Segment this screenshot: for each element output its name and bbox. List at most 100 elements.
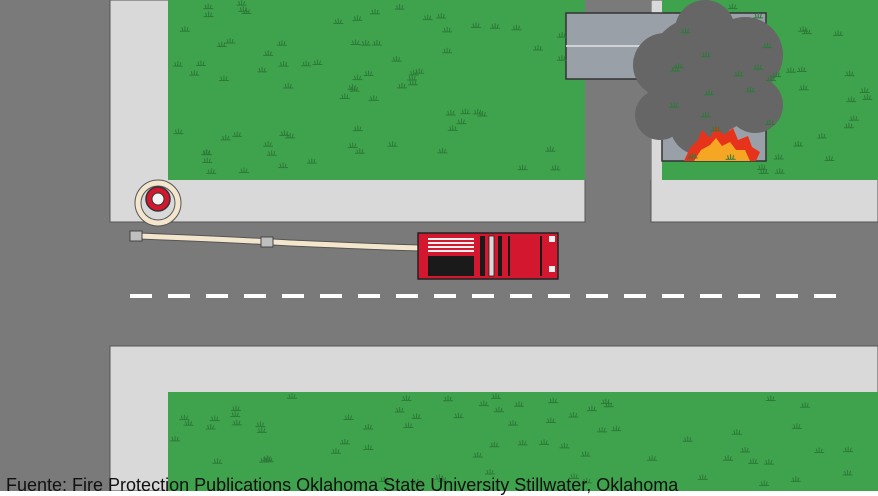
- grass-tuft: [363, 444, 374, 451]
- grass-tuft: [545, 417, 556, 424]
- lane-marking: [130, 294, 836, 298]
- grass-tuft: [183, 420, 194, 426]
- grass-tuft: [343, 414, 354, 420]
- grass-tuft: [600, 398, 611, 405]
- grass-tuft: [798, 84, 809, 91]
- grass-tuft: [472, 108, 483, 115]
- grass-tuft: [387, 141, 398, 147]
- grass-tuft: [800, 402, 811, 408]
- grass-tuft: [172, 61, 183, 67]
- grass-tuft: [330, 448, 341, 454]
- grass-tuft: [731, 429, 742, 435]
- grass-tuft: [470, 22, 481, 28]
- grass-tuft: [368, 95, 379, 101]
- grass-tuft: [581, 477, 592, 484]
- grass-tuft: [701, 51, 712, 58]
- grass-tuft: [263, 50, 274, 56]
- grass-tuft: [550, 164, 561, 171]
- grass-tuft: [727, 3, 738, 10]
- grass-tuft: [843, 122, 854, 129]
- grass-tuft: [391, 56, 402, 62]
- grass-tuft: [352, 15, 363, 21]
- grass-tuft: [723, 455, 734, 461]
- lane-dash: [130, 294, 152, 298]
- grass-tuft: [765, 75, 776, 81]
- grass-tuft: [771, 71, 782, 78]
- grass-tuft: [220, 134, 231, 141]
- grass-tuft: [189, 70, 200, 76]
- grass-tuft: [437, 147, 448, 154]
- lane-dash: [168, 294, 190, 298]
- grass-tuft: [508, 420, 519, 426]
- grass-tuft: [354, 148, 365, 154]
- lane-dash: [586, 294, 608, 298]
- grass-tuft: [203, 11, 214, 18]
- grass-tuft: [773, 154, 784, 160]
- grass-tuft: [490, 393, 501, 399]
- grass-tuft: [445, 109, 456, 116]
- grass-tuft: [371, 39, 382, 46]
- grass-tuft: [844, 70, 855, 77]
- lane-dash: [510, 294, 532, 298]
- grass-tuft: [195, 60, 206, 66]
- grass-tuft: [255, 421, 266, 428]
- grass-tuft: [263, 456, 274, 463]
- grass-tuft: [568, 411, 579, 418]
- grass-tuft: [352, 74, 363, 81]
- grass-tuft: [478, 400, 489, 407]
- grass-tuft: [236, 0, 247, 6]
- grass-tuft: [647, 455, 658, 461]
- grass-tuft: [513, 401, 524, 407]
- grass-tuft: [580, 451, 591, 457]
- lane-dash: [700, 294, 722, 298]
- grass-tuft: [796, 66, 807, 73]
- grass-tuft: [682, 436, 693, 442]
- grass-tuft: [447, 125, 458, 131]
- grass-tuft: [484, 469, 495, 475]
- grass-tuft: [370, 8, 381, 15]
- grass-tuft: [363, 70, 374, 76]
- grass-tuft: [759, 480, 770, 487]
- grass-tuft: [263, 141, 274, 147]
- lane-dash: [244, 294, 266, 298]
- grass-tuft: [266, 150, 277, 156]
- grass-tuft: [230, 411, 241, 418]
- grass-tuft: [848, 115, 859, 121]
- grass-tuft: [733, 70, 744, 77]
- grass-tuft: [407, 74, 418, 81]
- grass-tuft: [422, 14, 433, 21]
- grass-tuft: [833, 30, 844, 36]
- grass-tuft: [257, 66, 268, 73]
- grass-tuft: [843, 446, 854, 453]
- grass-tuft: [312, 59, 323, 66]
- grass-tuft: [597, 426, 608, 433]
- grass-tuft: [206, 168, 217, 174]
- grass-tuft: [276, 40, 287, 46]
- grass-tuft: [232, 131, 243, 137]
- grass-tuft: [816, 133, 827, 139]
- grass-tuft: [396, 82, 407, 89]
- grass-tuft: [603, 401, 614, 408]
- grass-tuft: [532, 44, 543, 51]
- grass-tuft: [401, 395, 412, 401]
- grass-tuft: [262, 455, 273, 461]
- grass-tuft: [710, 125, 721, 132]
- grass-tuft: [790, 476, 801, 482]
- grass-tuft: [785, 67, 796, 73]
- grass-tuft: [793, 141, 804, 147]
- grass-tuft: [460, 108, 471, 115]
- fire-truck-icon: [417, 232, 559, 280]
- grass-tuft: [539, 439, 550, 445]
- grass-tuft: [278, 162, 289, 169]
- grass-tuft: [765, 395, 776, 402]
- grass-tuft: [758, 168, 769, 174]
- grass-tuft: [205, 423, 216, 430]
- lane-dash: [624, 294, 646, 298]
- grass-tuft: [753, 12, 764, 19]
- grass-tuft: [411, 413, 422, 419]
- grass-tuft: [339, 93, 350, 100]
- grass-tuft: [279, 130, 290, 136]
- grass-tuft: [774, 168, 785, 174]
- lane-dash: [358, 294, 380, 298]
